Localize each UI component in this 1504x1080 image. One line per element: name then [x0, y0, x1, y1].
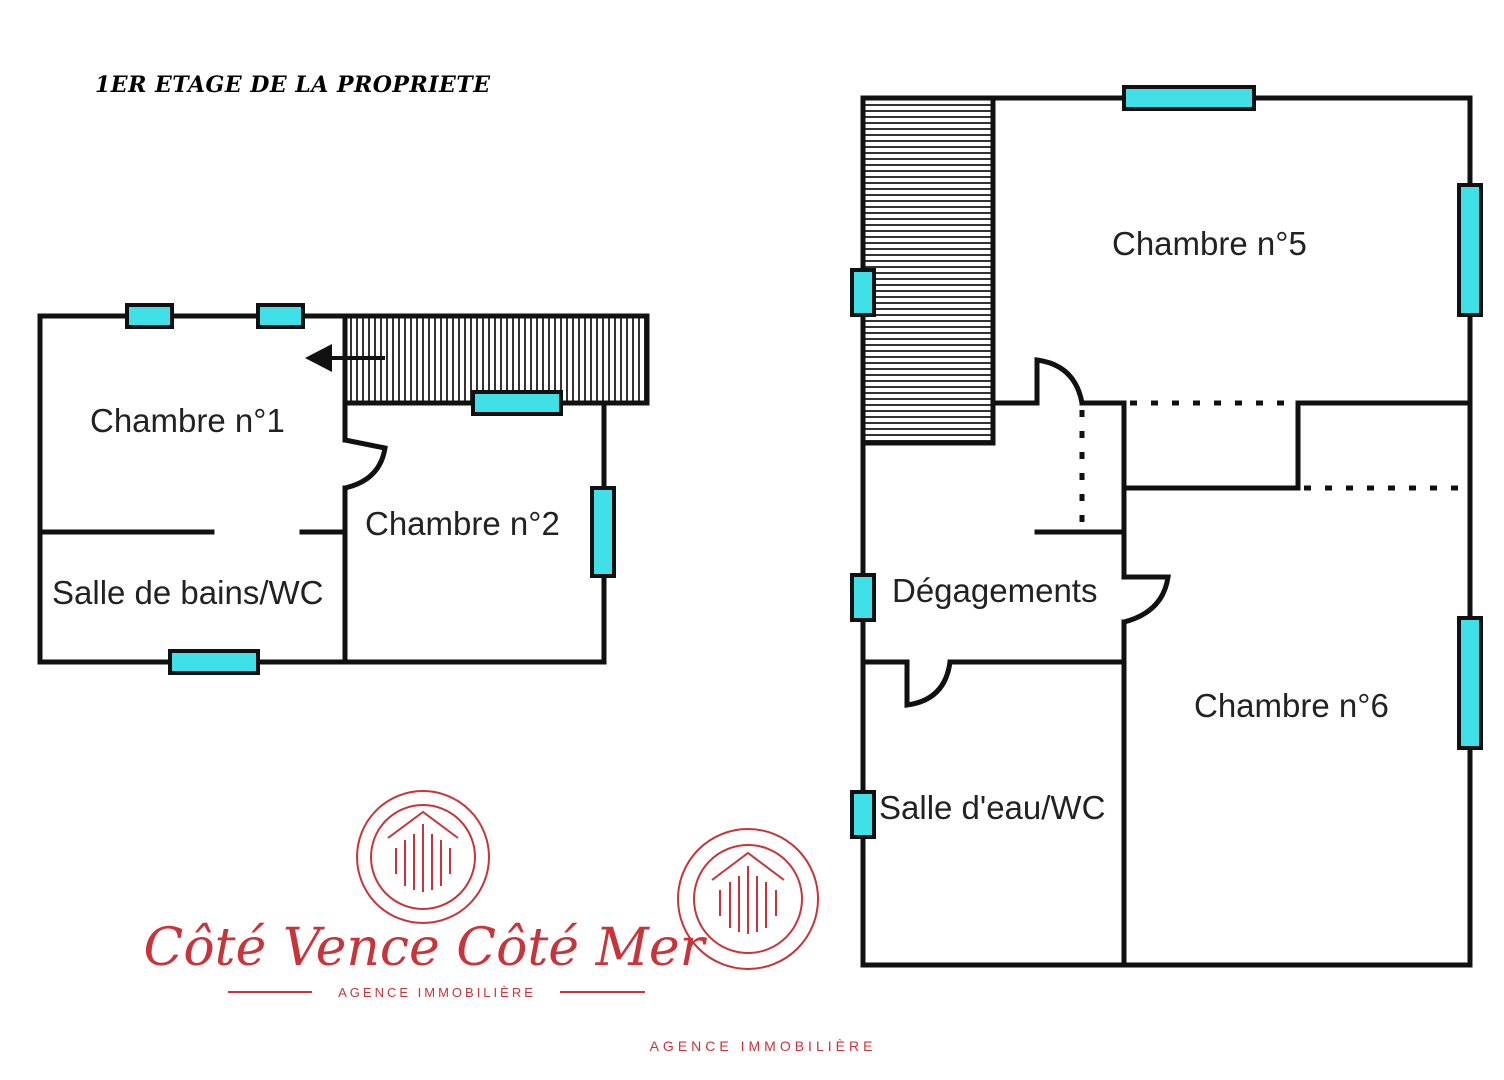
house-icon-secondary	[711, 851, 785, 934]
window-c2-top	[471, 390, 563, 416]
brand-logo-primary: Côté Vence Côté Mer AGENCE IMMOBILIÈRE	[144, 790, 708, 1000]
room-label-salle-bains: Salle de bains/WC	[52, 574, 323, 611]
room-label-chambre1: Chambre n°1	[90, 402, 285, 439]
window-stairs	[850, 268, 876, 317]
brand-tagline: AGENCE IMMOBILIÈRE	[338, 985, 536, 1000]
window-c5-top	[1122, 85, 1256, 111]
brand-logo-secondary	[677, 828, 819, 970]
wall-right-outer	[860, 95, 1473, 968]
staircase-left	[345, 316, 647, 403]
staircase-right	[865, 100, 993, 443]
room-label-chambre5: Chambre n°5	[1112, 225, 1307, 262]
house-icon	[387, 810, 459, 892]
footer-tagline: AGENCE IMMOBILIÈRE	[649, 1038, 877, 1054]
window-c2-right	[590, 486, 616, 578]
left-plan: Chambre n°1 Chambre n°2 Salle de bains/W…	[37, 303, 650, 675]
window-c5-right	[1457, 183, 1483, 317]
room-label-chambre6: Chambre n°6	[1194, 687, 1389, 724]
window-c1-a	[125, 303, 174, 329]
window-c6	[1457, 616, 1483, 750]
floor-title: 1ER ETAGE DE LA PROPRIETE	[95, 72, 491, 98]
room-label-salle-eau: Salle d'eau/WC	[879, 789, 1105, 826]
door-chambre2	[344, 437, 388, 491]
room-label-chambre2: Chambre n°2	[365, 505, 560, 542]
wall-mid-corridor	[1121, 400, 1473, 491]
window-dega	[850, 573, 876, 622]
window-c1-b	[256, 303, 305, 329]
room-label-degagements: Dégagements	[892, 572, 1097, 609]
wall-dega-top-b	[1079, 400, 1127, 580]
window-eau	[850, 790, 876, 839]
stairs-arrow	[305, 344, 385, 372]
window-bath	[168, 649, 260, 675]
brand-name: Côté Vence Côté Mer	[144, 918, 708, 978]
door-salle-eau	[904, 661, 953, 708]
door-chambre6	[1123, 574, 1171, 625]
wall-stairs	[860, 95, 996, 446]
right-plan: Chambre n°5 Dégagements Chambre n°6 Sall…	[850, 85, 1483, 968]
door-chambre5	[1034, 357, 1085, 404]
